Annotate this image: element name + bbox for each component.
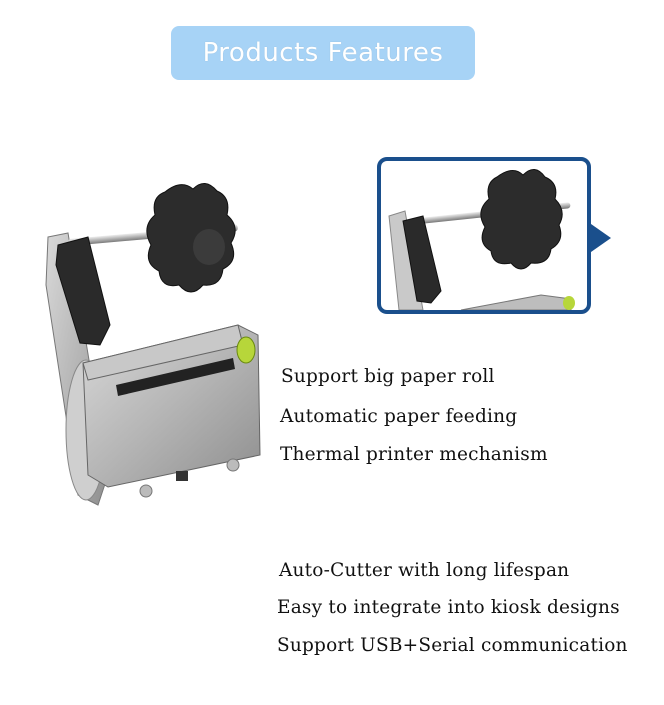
feature-usb-serial: Support USB+Serial communication [277, 635, 628, 656]
banner-title: Products Features [202, 38, 444, 68]
printer-image [45, 183, 261, 506]
zoom-detail-image [388, 169, 575, 310]
feature-auto-cutter: Auto-Cutter with long lifespan [279, 560, 570, 581]
zoom-detail-box [377, 157, 591, 314]
feature-auto-feeding: Automatic paper feeding [280, 406, 518, 427]
feature-kiosk-integration: Easy to integrate into kiosk designs [277, 597, 620, 618]
feature-big-paper-roll: Support big paper roll [281, 366, 495, 387]
feature-thermal-mechanism: Thermal printer mechanism [280, 444, 548, 465]
callout-arrow-icon [591, 224, 611, 252]
products-features-banner: Products Features [171, 26, 475, 80]
